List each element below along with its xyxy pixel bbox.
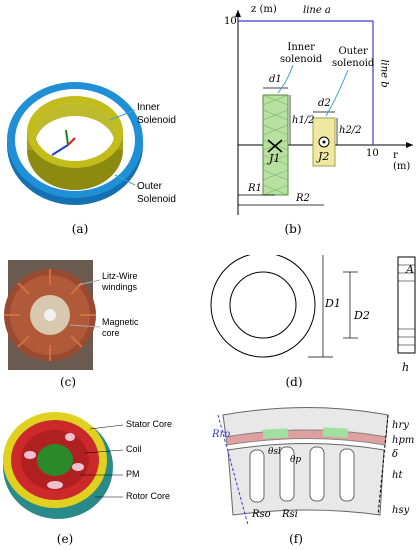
motor-cross-section bbox=[217, 407, 389, 526]
inner-solenoid-label: Inner Solenoid bbox=[137, 102, 176, 126]
h1-label: h1/2 bbox=[292, 115, 315, 126]
delta-label: δ bbox=[392, 449, 399, 460]
panel-d: D1 D2 A h (d) bbox=[208, 252, 417, 395]
stator-core-label: Stator Core bbox=[126, 419, 173, 429]
Rsi-label: Rsi bbox=[282, 509, 298, 520]
h-label: h bbox=[402, 361, 410, 374]
d2-label: d2 bbox=[318, 98, 331, 109]
A-label: A bbox=[406, 263, 414, 276]
axis-z-label: z (m) bbox=[251, 4, 277, 15]
hpm-label: hpm bbox=[392, 435, 415, 446]
outer-solenoid-label: Outer Solenoid bbox=[137, 181, 176, 205]
h2-label: h2/2 bbox=[339, 125, 362, 136]
ht-label: ht bbox=[392, 470, 403, 481]
Rso-label: Rso bbox=[252, 509, 271, 520]
litz-label: Litz-Wire windings bbox=[102, 271, 138, 292]
hsy-label: hsy bbox=[392, 505, 410, 516]
solenoid-3d-illustration bbox=[7, 82, 143, 205]
inner-solenoid-b-label: Inner solenoid bbox=[280, 42, 323, 65]
D1-label: D1 bbox=[325, 297, 341, 310]
core-dimensions-drawing bbox=[210, 252, 416, 358]
panel-f: Rro Rso Rsi hry hpm δ ht hsy θsl θp (f) bbox=[208, 405, 417, 550]
line-b-label: line b bbox=[378, 59, 390, 88]
d1-label: d1 bbox=[269, 74, 282, 85]
J1-label: J1 bbox=[269, 152, 281, 165]
theta-label: θsl bbox=[268, 447, 281, 457]
axis-r-label: r (m) bbox=[393, 150, 411, 172]
D2-label: D2 bbox=[354, 309, 370, 322]
pm-label: PM bbox=[126, 469, 140, 479]
line-a-label: line a bbox=[303, 5, 331, 16]
caption-e: (e) bbox=[56, 532, 74, 546]
tick-z-10: 10 bbox=[224, 16, 237, 27]
Rro-label: Rro bbox=[212, 429, 231, 440]
caption-d: (d) bbox=[285, 375, 303, 389]
hry-label: hry bbox=[392, 420, 409, 431]
tick-r-10: 10 bbox=[366, 148, 379, 159]
R2-label: R2 bbox=[296, 193, 310, 204]
panel-b: z (m) r (m) 10 10 line a line b Inner so… bbox=[208, 0, 417, 250]
motor-3d-illustration bbox=[3, 412, 124, 519]
panel-c: Litz-Wire windings Magnetic core (c) bbox=[0, 255, 208, 395]
J2-label: J2 bbox=[318, 150, 330, 163]
panel-e: Stator Core Coil PM Rotor Core (e) bbox=[0, 405, 208, 550]
caption-a: (a) bbox=[71, 222, 89, 236]
toroidal-photo bbox=[4, 260, 101, 370]
coil-label: Coil bbox=[126, 444, 142, 454]
outer-solenoid-b-label: Outer solenoid bbox=[332, 46, 375, 69]
caption-c: (c) bbox=[59, 375, 77, 389]
panel-a: Inner Solenoid Outer Solenoid (a) bbox=[0, 0, 208, 250]
solenoid-cross-section bbox=[235, 10, 413, 215]
caption-f: (f) bbox=[289, 532, 303, 546]
caption-b: (b) bbox=[284, 222, 302, 236]
rotor-core-label: Rotor Core bbox=[126, 491, 171, 501]
core-label: Magnetic core bbox=[102, 317, 139, 338]
R1-label: R1 bbox=[248, 183, 262, 194]
theta-p-label: θp bbox=[290, 455, 302, 465]
